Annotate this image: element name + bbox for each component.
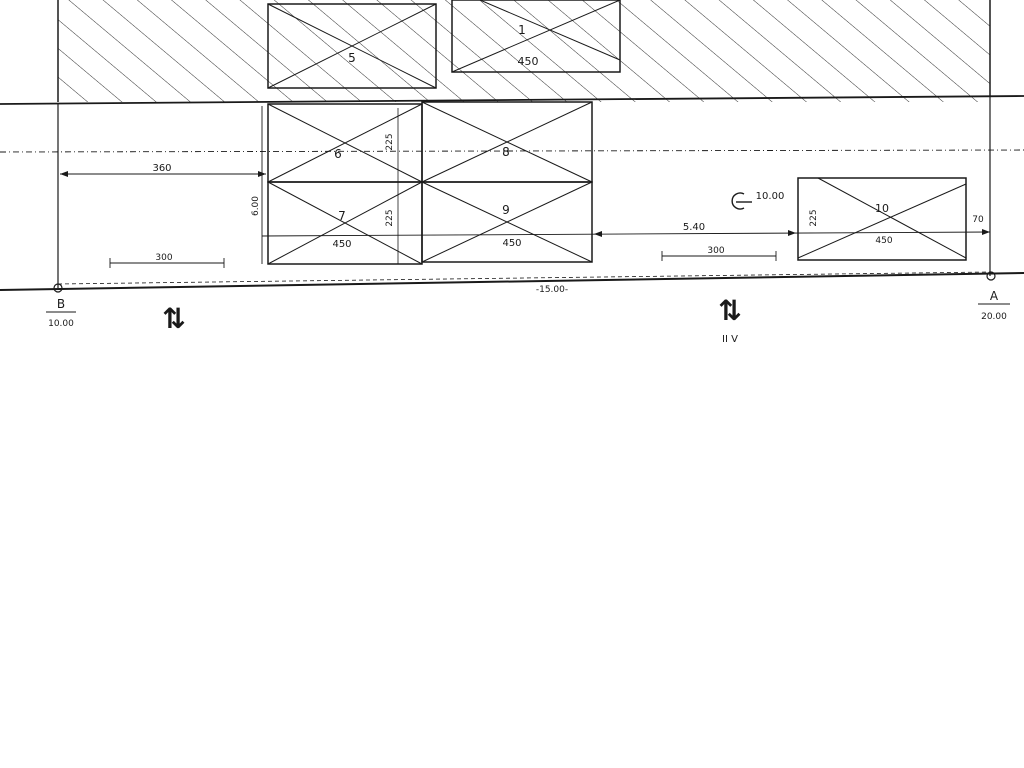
space-width-label: 450	[518, 55, 539, 68]
parking-space-7: 7 450 225	[267, 181, 423, 265]
space-number: 1	[518, 23, 526, 37]
space-width-label: 450	[502, 238, 521, 249]
parking-space-9: 9 450	[421, 181, 593, 263]
upper-boundary-line	[0, 95, 1024, 105]
dimension-text: 5.40	[683, 222, 705, 233]
space-number: 10	[875, 202, 889, 215]
point-elevation: 20.00	[981, 312, 1007, 322]
dimension-text: 300	[707, 246, 724, 256]
level-mark: 10.00	[731, 191, 785, 210]
dimension-text: 70	[972, 215, 984, 225]
dimension-text: 360	[152, 163, 171, 174]
traffic-direction-left: ⇅	[162, 302, 185, 335]
point-label: A	[990, 289, 999, 303]
space-number: 6	[334, 147, 342, 161]
direction-caption: II V	[722, 334, 738, 345]
point-a: A 20.00	[978, 271, 1010, 322]
space-width-label: 450	[875, 236, 892, 246]
space-depth-label: 225	[385, 209, 395, 226]
space-depth-label: 225	[809, 209, 819, 226]
two-way-arrow-icon: ⇅	[718, 294, 741, 327]
parking-block: 6 225 8 7 450 225 9 450	[267, 101, 593, 265]
parking-space-10: 10 450 225	[797, 177, 967, 261]
space-number: 8	[502, 145, 510, 159]
dimension-text: -15.00-	[536, 285, 568, 295]
centre-dash-line	[0, 149, 1024, 153]
lower-boundary-line	[0, 272, 1024, 291]
space-depth-label: 225	[385, 133, 395, 150]
dimension-left-ruler: 300	[109, 253, 225, 268]
level-text: 10.00	[756, 191, 785, 202]
two-way-arrow-icon: ⇅	[162, 302, 185, 335]
dimension-text: 6.00	[251, 196, 261, 216]
point-elevation: 10.00	[48, 319, 74, 329]
parking-space-5: 5	[267, 3, 437, 89]
space-number: 7	[338, 209, 346, 223]
parking-space-8: 8	[421, 101, 593, 183]
dimension-block-depth: 6.00	[251, 106, 263, 264]
dimension-total-length: -15.00-	[536, 285, 568, 295]
traffic-direction-right: ⇅ II V	[718, 294, 741, 345]
point-b: B 10.00	[46, 283, 76, 329]
parking-space-1: 1 450	[451, 0, 621, 73]
space-width-label: 450	[332, 239, 351, 250]
dimension-right-ruler: 300	[661, 246, 777, 261]
dimension-long-line: 5.40 70	[261, 215, 991, 237]
parking-space-6: 6 225	[267, 103, 423, 183]
hatched-area	[57, 0, 991, 102]
space-number: 9	[502, 203, 510, 217]
dimension-left-offset: 360	[60, 163, 266, 177]
point-label: B	[57, 297, 65, 311]
dimension-text: 300	[155, 253, 172, 263]
base-dash-line	[57, 271, 991, 285]
space-number: 5	[348, 51, 356, 65]
